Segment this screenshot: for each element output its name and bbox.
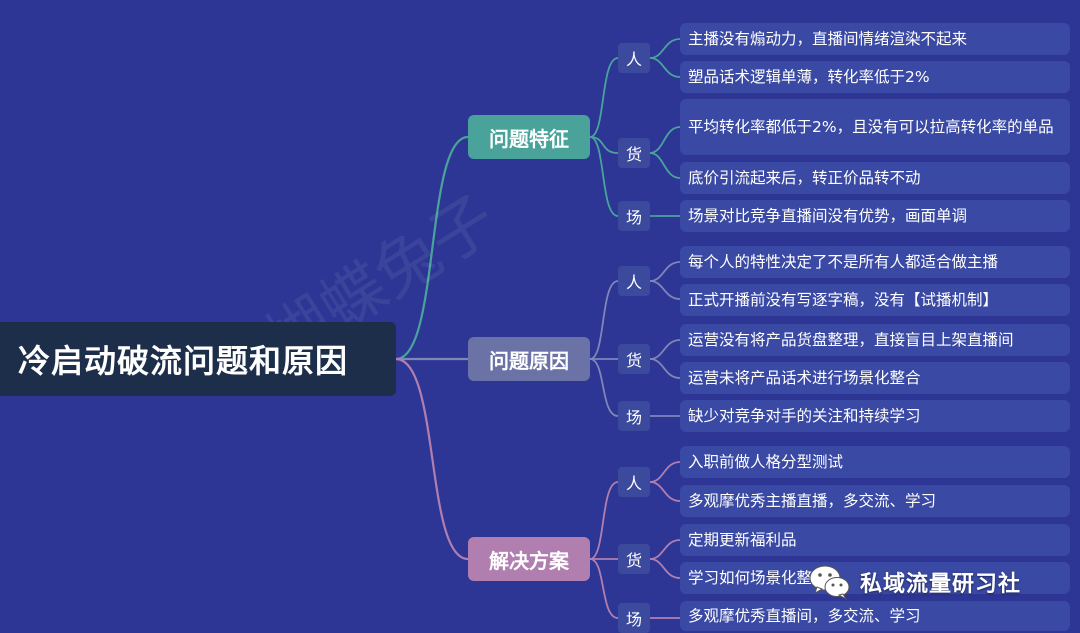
- sub-causes-chang: 场: [618, 401, 650, 431]
- connector-features-huo-leaf1: [649, 126, 681, 154]
- leaf-solutions-huo-2: 学习如何场景化整合: [680, 562, 1070, 594]
- leaf-features-huo-2: 底价引流起来后，转正价品转不动: [680, 162, 1070, 194]
- leaf-features-ren-1: 主播没有煽动力，直播间情绪渲染不起来: [680, 23, 1070, 55]
- connector-features-chang: [589, 136, 619, 217]
- connector-features-ren: [589, 57, 619, 138]
- sub-causes-ren: 人: [618, 266, 650, 296]
- connector-causes-chang: [589, 358, 619, 417]
- connector-features-ren-leaf2: [649, 57, 681, 78]
- leaf-causes-ren-1: 每个人的特性决定了不是所有人都适合做主播: [680, 246, 1070, 278]
- leaf-solutions-huo-1: 定期更新福利品: [680, 524, 1070, 556]
- sub-solutions-ren: 人: [618, 467, 650, 497]
- sub-solutions-chang: 场: [618, 603, 650, 633]
- leaf-causes-ren-2: 正式开播前没有写逐字稿，没有【试播机制】: [680, 284, 1070, 316]
- leaf-causes-huo-1: 运营没有将产品货盘整理，直接盲目上架直播间: [680, 324, 1070, 356]
- sub-features-ren: 人: [618, 43, 650, 73]
- leaf-solutions-chang-1: 多观摩优秀直播间，多交流、学习: [680, 601, 1070, 631]
- leaf-solutions-ren-2: 多观摩优秀主播直播，多交流、学习: [680, 485, 1070, 517]
- branch-solutions: 解决方案: [468, 537, 590, 581]
- connector-solutions-ren-leaf2: [649, 481, 681, 502]
- leaf-features-huo-1: 平均转化率都低于2%，且没有可以拉高转化率的单品: [680, 99, 1070, 155]
- leaf-causes-chang-1: 缺少对竞争对手的关注和持续学习: [680, 400, 1070, 432]
- connector-root-features: [395, 135, 469, 361]
- leaf-features-ren-2: 塑品话术逻辑单薄，转化率低于2%: [680, 61, 1070, 93]
- wechat-icon: [808, 562, 852, 602]
- branch-features: 问题特征: [468, 115, 590, 159]
- brand-name: 私域流量研习社: [860, 572, 1022, 597]
- connector-causes-ren-leaf2: [649, 280, 681, 300]
- branch-causes: 问题原因: [468, 337, 590, 381]
- connector-root-solutions: [395, 357, 469, 561]
- connector-features-ren-leaf1: [649, 38, 681, 59]
- sub-features-chang: 场: [618, 201, 650, 231]
- connector-causes-ren-leaf1: [649, 261, 681, 282]
- leaf-features-chang-1: 场景对比竞争直播间没有优势，画面单调: [680, 200, 1070, 232]
- connector-causes-huo-leaf2: [649, 358, 681, 379]
- leaf-causes-huo-2: 运营未将产品话术进行场景化整合: [680, 362, 1070, 394]
- connector-solutions-huo-leaf1: [649, 539, 681, 560]
- connector-solutions-ren-leaf1: [649, 461, 681, 483]
- connector-causes-ren: [589, 280, 619, 360]
- connector-solutions-chang: [589, 558, 619, 619]
- connector-features-huo-leaf2: [649, 152, 681, 179]
- root-node: 冷启动破流问题和原因: [0, 322, 396, 396]
- leaf-solutions-ren-1: 入职前做人格分型测试: [680, 446, 1070, 478]
- sub-solutions-huo: 货: [618, 544, 650, 574]
- connector-solutions-ren: [589, 481, 619, 560]
- brand-overlay: 私域流量研习社: [808, 558, 1021, 606]
- connector-solutions-huo-leaf2: [649, 558, 681, 579]
- sub-features-huo: 货: [618, 138, 650, 168]
- sub-causes-huo: 货: [618, 344, 650, 374]
- connector-causes-huo-leaf1: [649, 339, 681, 360]
